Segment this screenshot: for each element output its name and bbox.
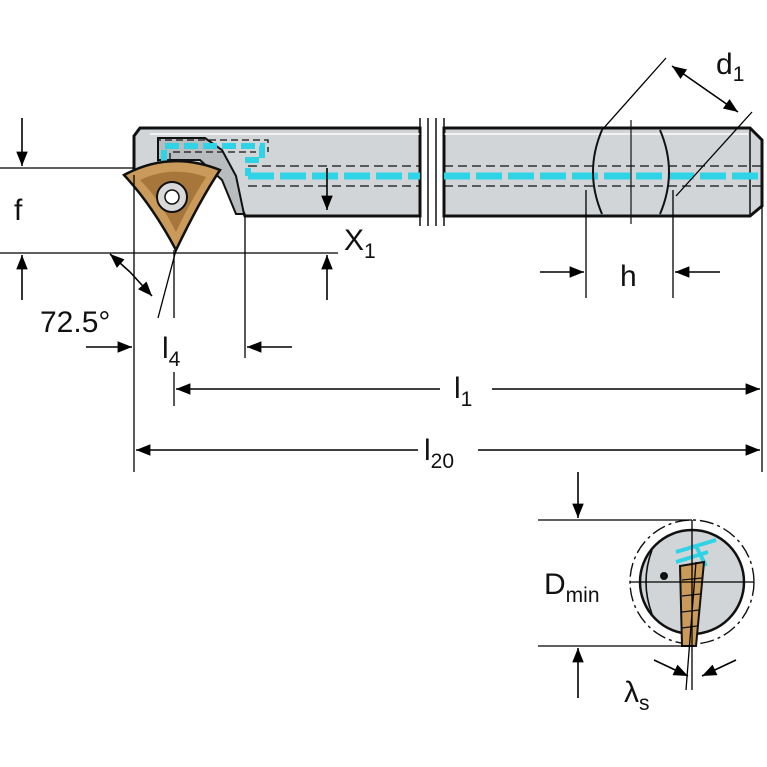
dim-l20: l20 [136, 434, 760, 473]
dim-l1: l1 [173, 206, 763, 472]
lambda-arrow-right [701, 659, 737, 677]
d1-extension [601, 57, 667, 131]
coolant-head-outline [169, 151, 256, 160]
shank-flat [592, 120, 670, 224]
angle-extension [157, 249, 177, 319]
dim-angle: 72.5° [40, 175, 177, 472]
lambda-arrow-left [653, 659, 689, 677]
bar-segment-right [442, 126, 764, 218]
f-label: f [14, 194, 23, 227]
end-view-screw [660, 572, 668, 580]
x1-label: X1 [344, 224, 376, 263]
h-label: h [620, 260, 637, 293]
flat-circle [592, 129, 603, 215]
bar-body [132, 118, 764, 226]
angle-label: 72.5° [40, 306, 110, 339]
d1-extension [675, 111, 753, 197]
dim-f: f [0, 118, 338, 300]
l1-label: l1 [454, 372, 472, 411]
d1-dimension-line [671, 65, 739, 113]
dim-d1: d1 [601, 48, 753, 197]
dmin-label: Dmin [544, 568, 600, 607]
l20-label: l20 [424, 434, 454, 473]
lambda-label: λs [624, 676, 650, 715]
coolant-head-path [161, 143, 265, 176]
insert-screw-head [164, 189, 180, 205]
end-view: Dmin λs [538, 472, 755, 715]
d1-label: d1 [716, 48, 744, 86]
dim-l4: l4 [86, 216, 292, 371]
triangular-insert [121, 159, 222, 253]
flat-circle [659, 129, 670, 215]
coolant-channel [157, 139, 762, 187]
coolant-head-outline [157, 139, 269, 166]
l4-label: l4 [162, 332, 181, 371]
angle-arrow [129, 271, 153, 297]
dim-h: h [540, 190, 720, 298]
dim-x1: X1 [321, 168, 376, 300]
angle-arrow [109, 253, 131, 273]
